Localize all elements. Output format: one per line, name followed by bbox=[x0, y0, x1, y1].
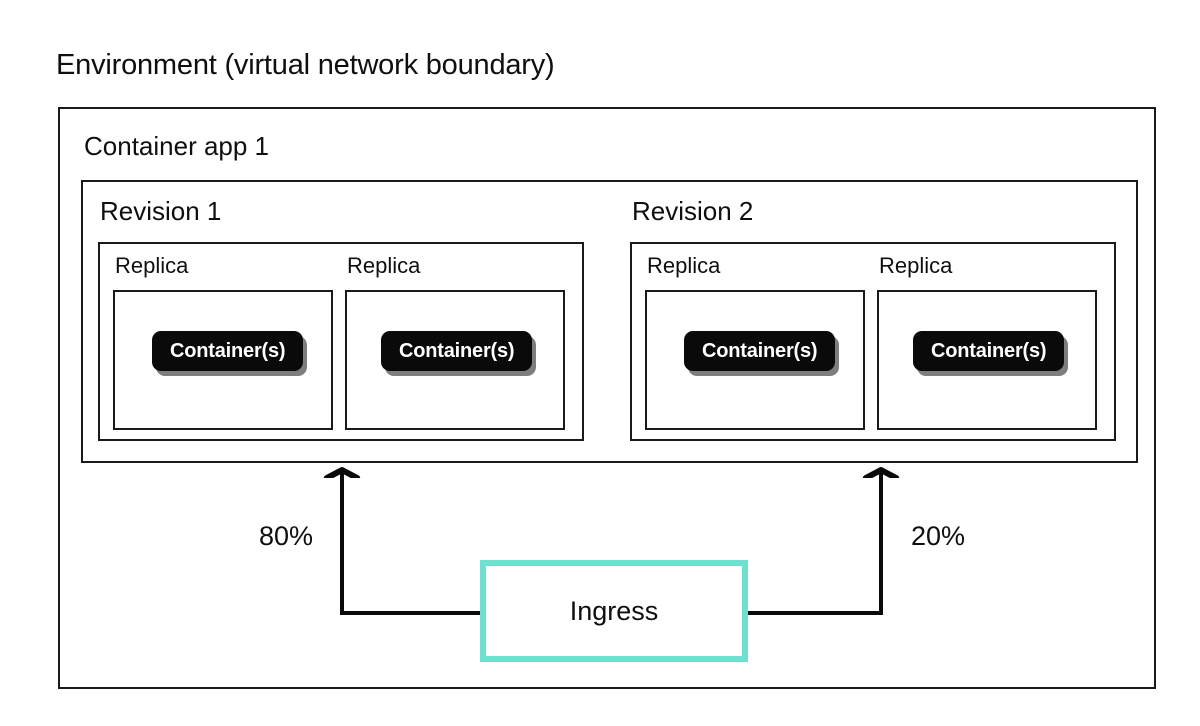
container-pill: Container(s) bbox=[913, 331, 1065, 371]
traffic-percent-revision-2: 20% bbox=[911, 521, 966, 551]
container-pill: Container(s) bbox=[684, 331, 836, 371]
replica-label: Replica bbox=[879, 253, 953, 278]
revision-1-label: Revision 1 bbox=[100, 196, 222, 226]
replica-label: Replica bbox=[115, 253, 189, 278]
container-app-label: Container app 1 bbox=[84, 131, 270, 161]
replica-label: Replica bbox=[347, 253, 421, 278]
ingress-box bbox=[480, 560, 748, 662]
replica-label: Replica bbox=[647, 253, 721, 278]
revision-2-label: Revision 2 bbox=[632, 196, 754, 226]
environment-heading: Environment (virtual network boundary) bbox=[56, 49, 555, 81]
container-pill: Container(s) bbox=[381, 331, 533, 371]
ingress-label: Ingress bbox=[569, 595, 659, 626]
traffic-percent-revision-1: 80% bbox=[259, 521, 314, 551]
container-pill: Container(s) bbox=[152, 331, 304, 371]
